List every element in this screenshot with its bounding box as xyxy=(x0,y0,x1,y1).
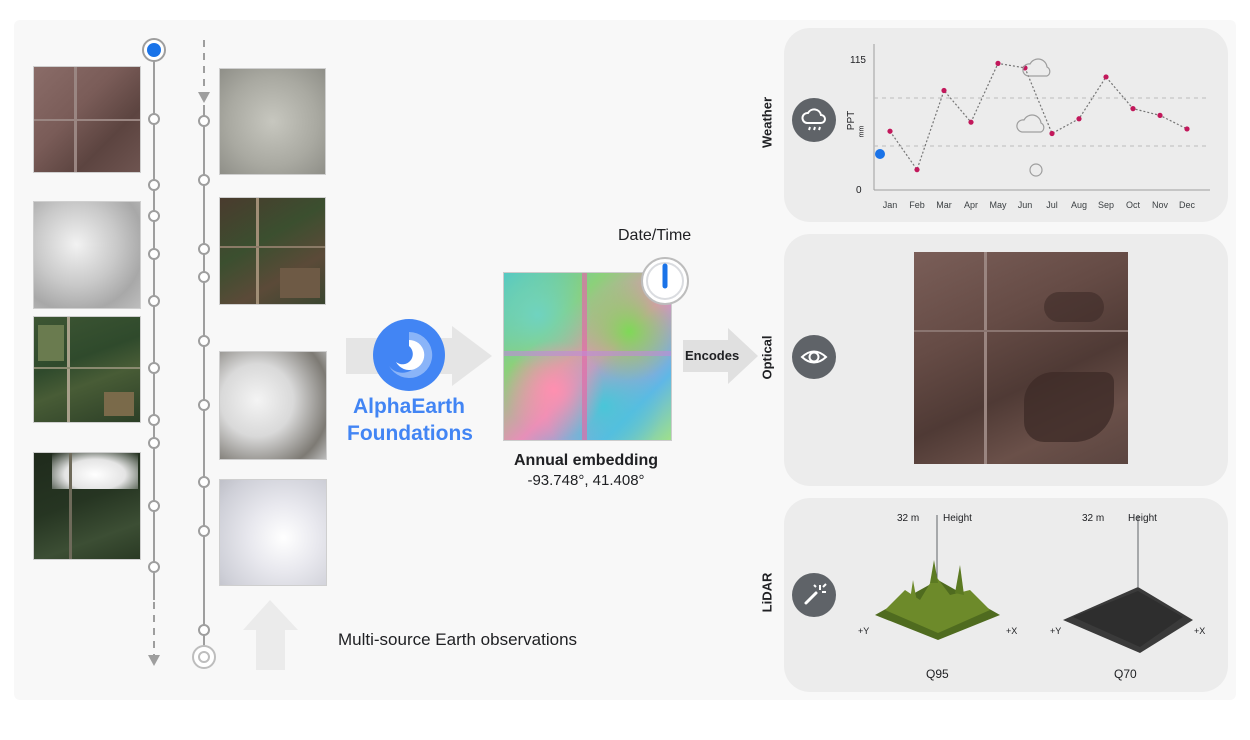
weather-y-axis-sub: mm xyxy=(858,125,866,138)
timeline-node xyxy=(198,243,210,255)
timeline-2-end-dot xyxy=(198,651,210,663)
weather-data-point xyxy=(995,60,1001,66)
encodes-label: Encodes xyxy=(685,348,740,363)
lidar-q70-x-label: +X xyxy=(1194,626,1206,636)
weather-series-line xyxy=(889,62,1188,171)
lidar-plot-q70 xyxy=(1063,515,1193,653)
timeline-node xyxy=(148,295,160,307)
weather-month-tick: Sep xyxy=(1098,200,1114,210)
weather-y-axis-label: PPT xyxy=(846,110,858,131)
satellite-tile-6 xyxy=(219,197,326,305)
timeline-node xyxy=(198,271,210,283)
lidar-q95-height-label: Height xyxy=(943,513,972,524)
timeline-node xyxy=(148,248,160,260)
weather-month-tick: Oct xyxy=(1126,200,1141,210)
weather-cloud-icon xyxy=(1016,114,1045,133)
weather-data-point xyxy=(887,128,893,134)
timeline-1-current-dot xyxy=(147,43,161,57)
arrow-encodes xyxy=(683,328,758,384)
eye-icon xyxy=(792,335,836,379)
timeline-node xyxy=(198,115,210,127)
timeline-node xyxy=(148,179,160,191)
weather-data-point xyxy=(1184,126,1190,132)
timeline-node xyxy=(148,500,160,512)
embedding-image xyxy=(503,272,672,441)
weather-label: Weather xyxy=(759,96,775,149)
weather-data-point xyxy=(941,87,947,94)
weather-data-point xyxy=(1157,112,1163,118)
timeline-1-nodes xyxy=(148,113,160,573)
embedding-coords: -93.748°, 41.408° xyxy=(527,472,645,489)
weather-sun-icon xyxy=(1029,163,1043,177)
weather-y-min-tick: 0 xyxy=(856,185,862,196)
timeline-node xyxy=(198,335,210,347)
weather-month-tick: May xyxy=(989,200,1007,210)
weather-data-point xyxy=(968,119,974,125)
lidar-q95-x-label: +X xyxy=(1006,626,1018,636)
weather-chart: Jan Feb Mar Apr May Jun Jul Aug Sep Oct Nov Dec xyxy=(873,44,1210,210)
satellite-tile-2 xyxy=(33,201,141,309)
lidar-plot-q95 xyxy=(875,515,1000,640)
satellite-tile-3 xyxy=(33,316,141,423)
weather-rain-cloud-icon xyxy=(1022,58,1051,77)
datetime-dial-icon xyxy=(641,257,689,305)
arrow-observations-up xyxy=(243,600,298,670)
weather-month-tick: Aug xyxy=(1071,200,1087,210)
lidar-q95-height-value: 32 m xyxy=(897,513,920,524)
satellite-tile-8 xyxy=(219,479,327,586)
lidar-label: LiDAR xyxy=(759,572,775,613)
brand-name-line2: Foundations xyxy=(347,422,473,445)
timeline-node xyxy=(198,525,210,537)
timeline-node xyxy=(148,414,160,426)
optical-image xyxy=(914,252,1128,464)
weather-month-tick: Dec xyxy=(1179,200,1196,210)
lidar-wand-icon xyxy=(792,573,836,617)
satellite-tile-1 xyxy=(33,66,141,173)
timeline-node xyxy=(148,210,160,222)
observations-label: Multi-source Earth observations xyxy=(338,630,578,649)
timeline-node xyxy=(198,476,210,488)
weather-current-marker xyxy=(875,149,885,159)
weather-month-tick: Jul xyxy=(1046,200,1058,210)
embedding-title: Annual embedding xyxy=(514,452,658,469)
weather-month-tick: Apr xyxy=(964,200,978,210)
weather-month-tick: Mar xyxy=(936,200,952,210)
weather-month-tick: Jan xyxy=(883,200,898,210)
satellite-tile-5 xyxy=(219,68,326,175)
timeline-node xyxy=(148,561,160,573)
optical-label: Optical xyxy=(759,335,775,380)
weather-y-max-tick: 115 xyxy=(850,55,866,66)
timeline-2-arrowhead xyxy=(198,92,210,103)
timeline-1-arrowhead xyxy=(148,655,160,666)
lidar-q95-y-label: +Y xyxy=(858,626,870,636)
weather-data-point xyxy=(914,167,920,173)
timeline-node xyxy=(148,362,160,374)
weather-month-tick: Nov xyxy=(1152,200,1169,210)
brand-name-line1: AlphaEarth xyxy=(352,395,465,418)
timeline-node xyxy=(198,174,210,186)
lidar-q70-height-value: 32 m xyxy=(1082,513,1105,524)
lidar-q70-name: Q70 xyxy=(1114,667,1137,681)
timeline-node xyxy=(148,437,160,449)
timeline-2-nodes xyxy=(198,115,210,636)
datetime-label: Date/Time xyxy=(618,227,692,244)
weather-data-point xyxy=(1103,74,1109,80)
timeline-node xyxy=(148,113,160,125)
timeline-node xyxy=(198,399,210,411)
lidar-q70-y-label: +Y xyxy=(1050,626,1062,636)
weather-data-point xyxy=(1049,130,1055,137)
weather-month-tick: Feb xyxy=(909,200,925,210)
weather-data-point xyxy=(1076,116,1082,122)
cloud-rain-icon xyxy=(792,98,836,142)
weather-data-point xyxy=(1130,106,1136,112)
lidar-q95-name: Q95 xyxy=(926,667,949,681)
lidar-card xyxy=(784,498,1228,692)
alphaearth-logo-icon xyxy=(373,319,445,391)
timeline-node xyxy=(198,624,210,636)
satellite-tile-4 xyxy=(33,452,141,560)
lidar-q70-height-label: Height xyxy=(1128,513,1157,524)
weather-month-tick: Jun xyxy=(1018,200,1033,210)
satellite-tile-7 xyxy=(219,351,327,460)
